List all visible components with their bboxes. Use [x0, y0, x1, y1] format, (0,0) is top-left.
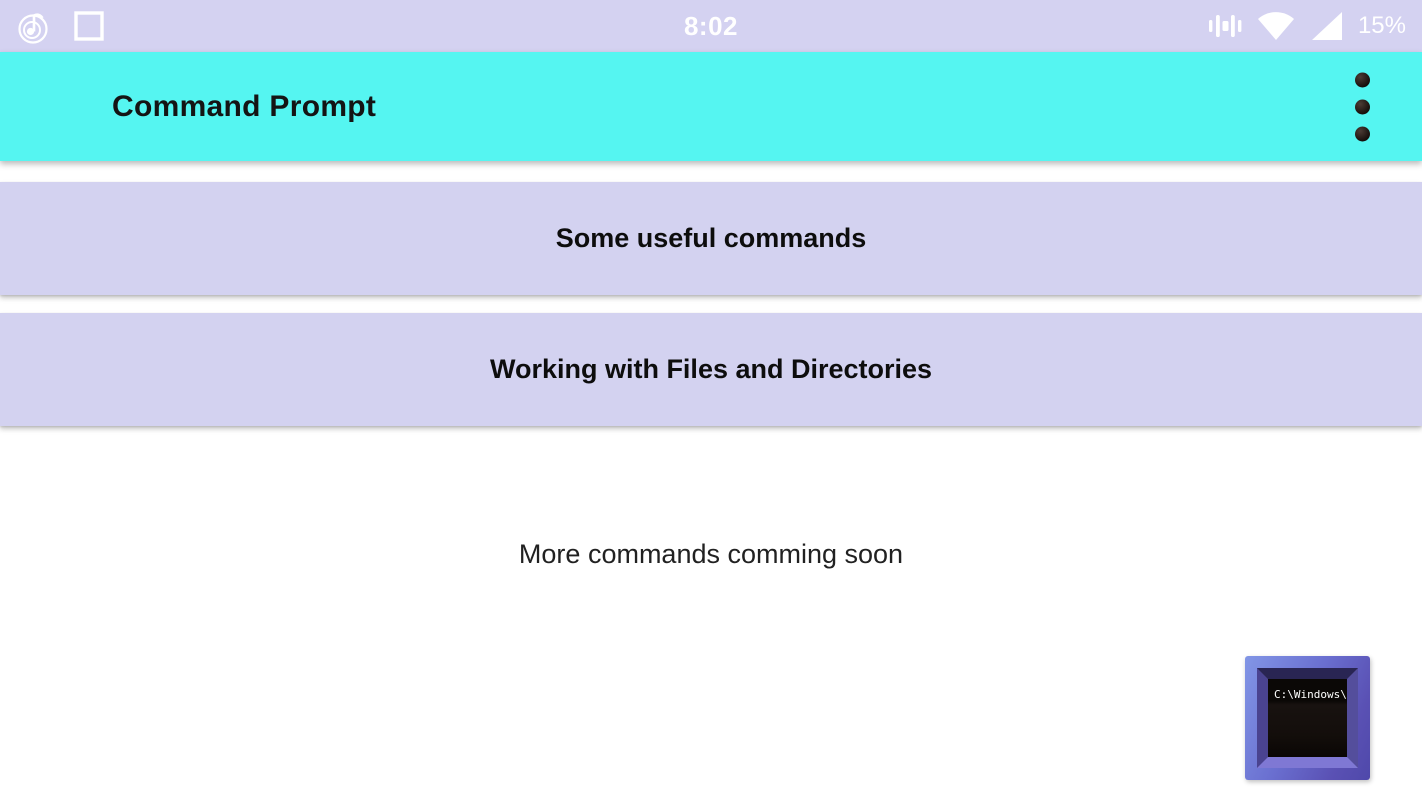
overflow-menu-icon	[1355, 126, 1370, 141]
battery-percent-label: 15%	[1357, 12, 1406, 39]
icon-terminal-screen: C:\Windows\	[1268, 679, 1347, 757]
app-bar: Command Prompt	[0, 52, 1422, 161]
icon-bevel-frame: C:\Windows\	[1257, 668, 1358, 768]
overflow-menu-icon	[1355, 72, 1370, 87]
cell-signal-icon	[1309, 10, 1345, 42]
useful-commands-button[interactable]: Some useful commands	[0, 182, 1422, 295]
vibrate-icon	[1207, 9, 1243, 43]
files-directories-button[interactable]: Working with Files and Directories	[0, 313, 1422, 426]
main-content: Some useful commands Working with Files …	[0, 182, 1422, 570]
status-bar-left-icons	[16, 8, 105, 45]
screenshot-icon	[73, 10, 105, 42]
overflow-menu-button[interactable]	[1345, 66, 1380, 147]
command-prompt-app-icon: C:\Windows\	[1245, 656, 1370, 780]
status-bar-clock: 8:02	[683, 10, 739, 41]
status-bar-right-icons: 15%	[1207, 9, 1406, 43]
music-notification-icon	[16, 8, 53, 45]
wifi-icon	[1256, 10, 1296, 42]
coming-soon-label: More commands comming soon	[518, 539, 904, 569]
overflow-menu-icon	[1355, 99, 1370, 114]
page-title: Command Prompt	[112, 89, 377, 123]
status-bar: 8:02 15%	[0, 0, 1422, 52]
